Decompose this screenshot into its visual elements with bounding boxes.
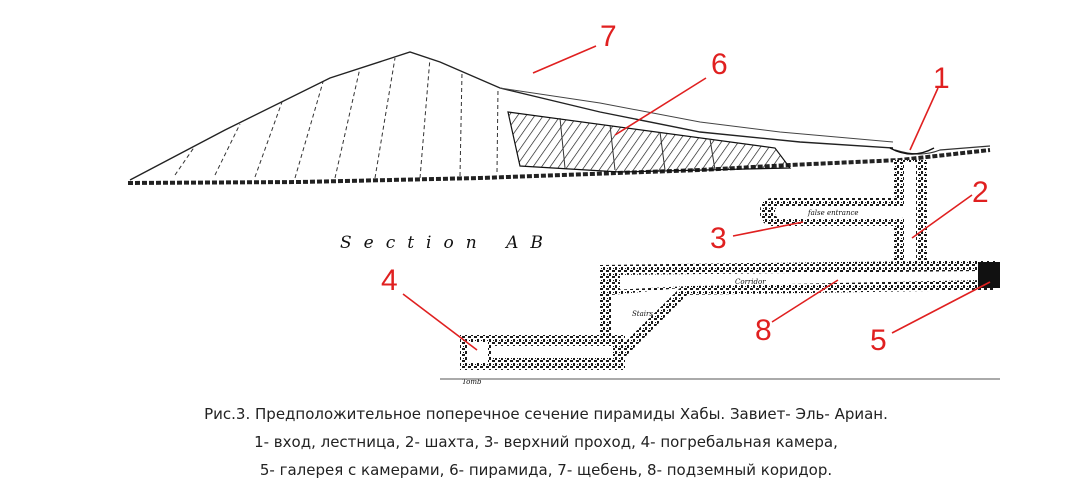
- pyramid-core-hatched: [507, 111, 792, 173]
- marker-6: 6: [711, 48, 728, 81]
- marker-5: 5: [870, 324, 887, 357]
- leader-line-3: [732, 221, 804, 237]
- stairs-inscription: Stairs: [632, 310, 653, 318]
- false-entrance-inscription: false entrance: [807, 209, 859, 217]
- mound-slope-lines: [174, 57, 499, 179]
- marker-8: 8: [755, 314, 772, 347]
- descending-stairs-opening: [611, 288, 680, 352]
- leader-line-2: [911, 194, 973, 239]
- leader-line-8: [771, 279, 839, 323]
- lower-passage-opening: [488, 346, 613, 358]
- pyramid-cross-section-diagram: false entrance Corridor Stairs Tomb Sect…: [127, 20, 1000, 386]
- underground-corridor-opening: [611, 271, 985, 290]
- caption-line-2: 1- вход, лестница, 2- шахта, 3- верхний …: [254, 433, 838, 451]
- leader-line-6: [614, 77, 707, 136]
- marker-2: 2: [972, 176, 989, 209]
- leader-line-1: [909, 87, 939, 151]
- marker-7: 7: [600, 20, 617, 53]
- rubble-mound-outline: [129, 51, 894, 181]
- marker-leader-lines: [402, 45, 991, 351]
- leader-line-5: [891, 281, 991, 334]
- leader-line-4: [402, 293, 478, 351]
- entrance-funnel: [889, 147, 935, 155]
- leader-line-7: [532, 45, 597, 74]
- marker-4: 4: [381, 264, 398, 297]
- marker-1: 1: [933, 62, 950, 95]
- gallery-chambers: [978, 262, 1000, 288]
- caption-line-1: Рис.3. Предположительное поперечное сече…: [204, 405, 888, 423]
- corridor-inscription: Corridor: [735, 278, 766, 286]
- pyramid-core-steps: [559, 117, 716, 171]
- section-label: Section AB: [340, 233, 555, 253]
- tomb-inscription: Tomb: [462, 378, 482, 386]
- caption-line-3: 5- галерея с камерами, 6- пирамида, 7- щ…: [259, 461, 833, 479]
- rubble-mound-inner-line: [499, 87, 894, 143]
- figure-caption: Рис.3. Предположительное поперечное сече…: [0, 400, 1092, 484]
- shaft-opening: [904, 162, 916, 282]
- upper-passage-opening: [775, 206, 907, 218]
- marker-3: 3: [710, 222, 727, 255]
- ground-surface-right: [894, 145, 991, 155]
